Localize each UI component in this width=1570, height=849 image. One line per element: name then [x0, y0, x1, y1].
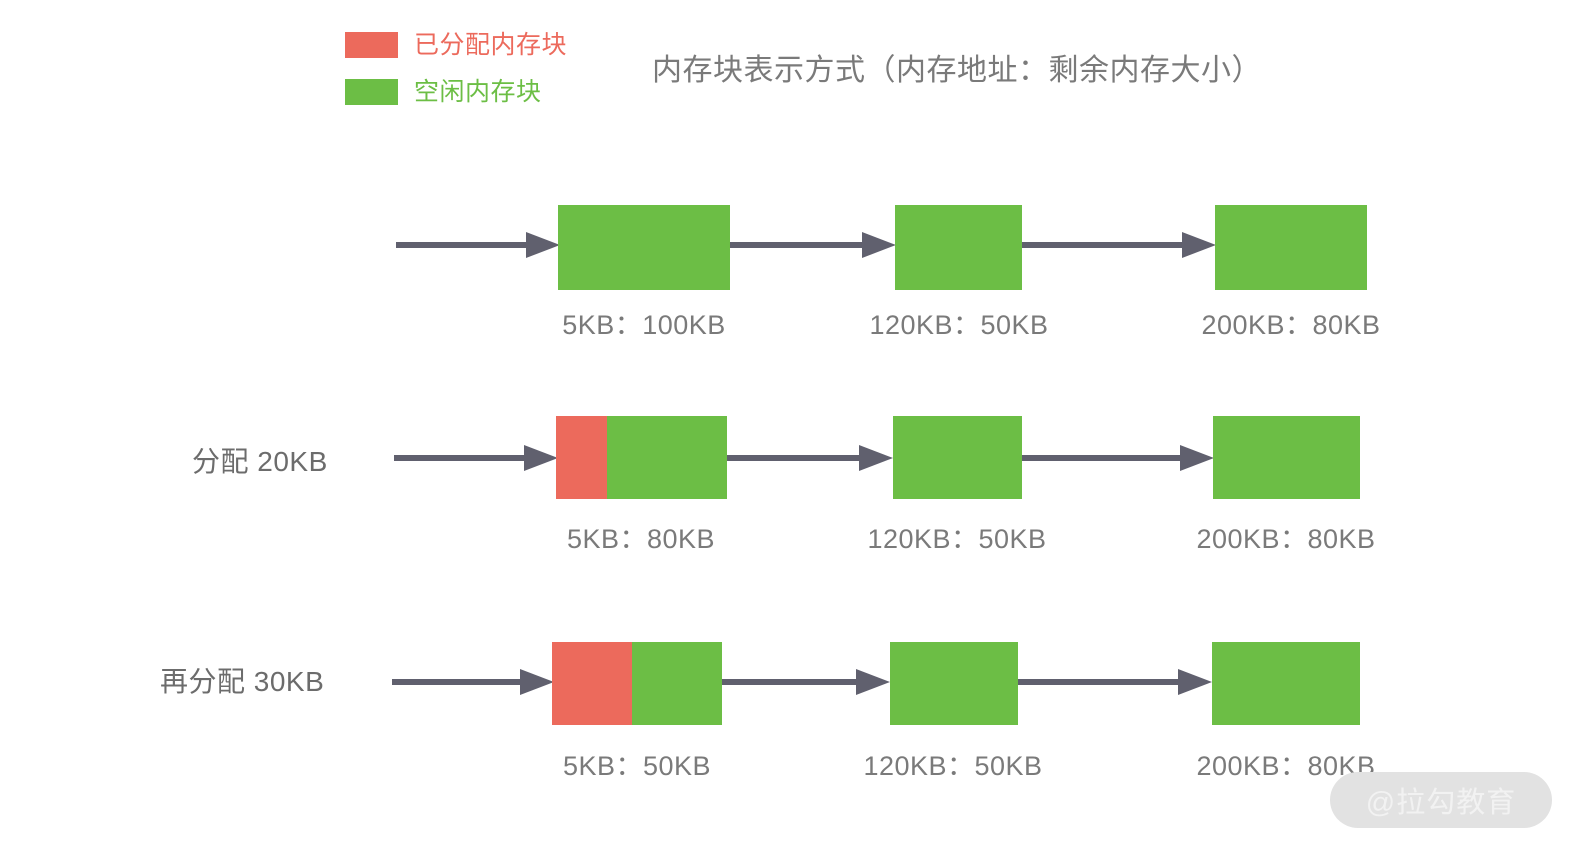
legend-item-free: 空闲内存块 [345, 75, 567, 109]
memory-block-caption: 5KB：100KB [562, 310, 726, 340]
green-square-icon [345, 79, 398, 105]
free-segment [1215, 205, 1367, 290]
free-segment [607, 416, 727, 499]
memory-block [556, 416, 727, 499]
memory-block-caption: 120KB：50KB [869, 310, 1049, 340]
memory-block-caption: 5KB：80KB [566, 524, 716, 554]
free-segment [1212, 642, 1360, 725]
legend-item-label: 已分配内存块 [414, 31, 568, 59]
arrow-block-1-to-2 [730, 232, 896, 258]
watermark: @拉勾教育 [1330, 772, 1552, 828]
memory-block [1213, 416, 1360, 499]
row-label: 再分配 30KB [160, 666, 325, 697]
memory-block-caption: 120KB：50KB [863, 751, 1043, 781]
row-label: 分配 20KB [192, 446, 328, 477]
free-segment [558, 205, 730, 290]
memory-block [893, 416, 1022, 499]
memory-block-caption: 120KB：50KB [867, 524, 1047, 554]
memory-block [895, 205, 1022, 290]
free-segment [895, 205, 1022, 290]
legend: 已分配内存块 空闲内存块 [345, 28, 567, 122]
arrow-block-2-to-3 [1022, 232, 1216, 258]
free-segment [1213, 416, 1360, 499]
free-segment [631, 642, 722, 725]
allocated-segment [552, 642, 632, 725]
arrow-block-1-to-2 [722, 669, 890, 695]
arrow-into-block-1 [396, 232, 560, 258]
arrow-into-block-1 [394, 445, 558, 471]
memory-block [1215, 205, 1367, 290]
page-title: 内存块表示方式（内存地址：剩余内存大小） [652, 54, 1262, 87]
allocated-segment [556, 416, 608, 499]
legend-item-label: 空闲内存块 [414, 78, 542, 106]
arrow-into-block-1 [392, 669, 554, 695]
arrow-block-1-to-2 [727, 445, 893, 471]
arrow-block-2-to-3 [1018, 669, 1212, 695]
red-square-icon [345, 32, 398, 58]
legend-item-allocated: 已分配内存块 [345, 28, 567, 62]
free-segment [893, 416, 1022, 499]
memory-block [890, 642, 1018, 725]
memory-block [552, 642, 722, 725]
memory-block [558, 205, 730, 290]
memory-block-caption: 200KB：80KB [1201, 310, 1381, 340]
memory-block [1212, 642, 1360, 725]
memory-block-caption: 200KB：80KB [1196, 524, 1376, 554]
memory-block-caption: 5KB：50KB [562, 751, 712, 781]
arrow-block-2-to-3 [1022, 445, 1214, 471]
free-segment [890, 642, 1018, 725]
